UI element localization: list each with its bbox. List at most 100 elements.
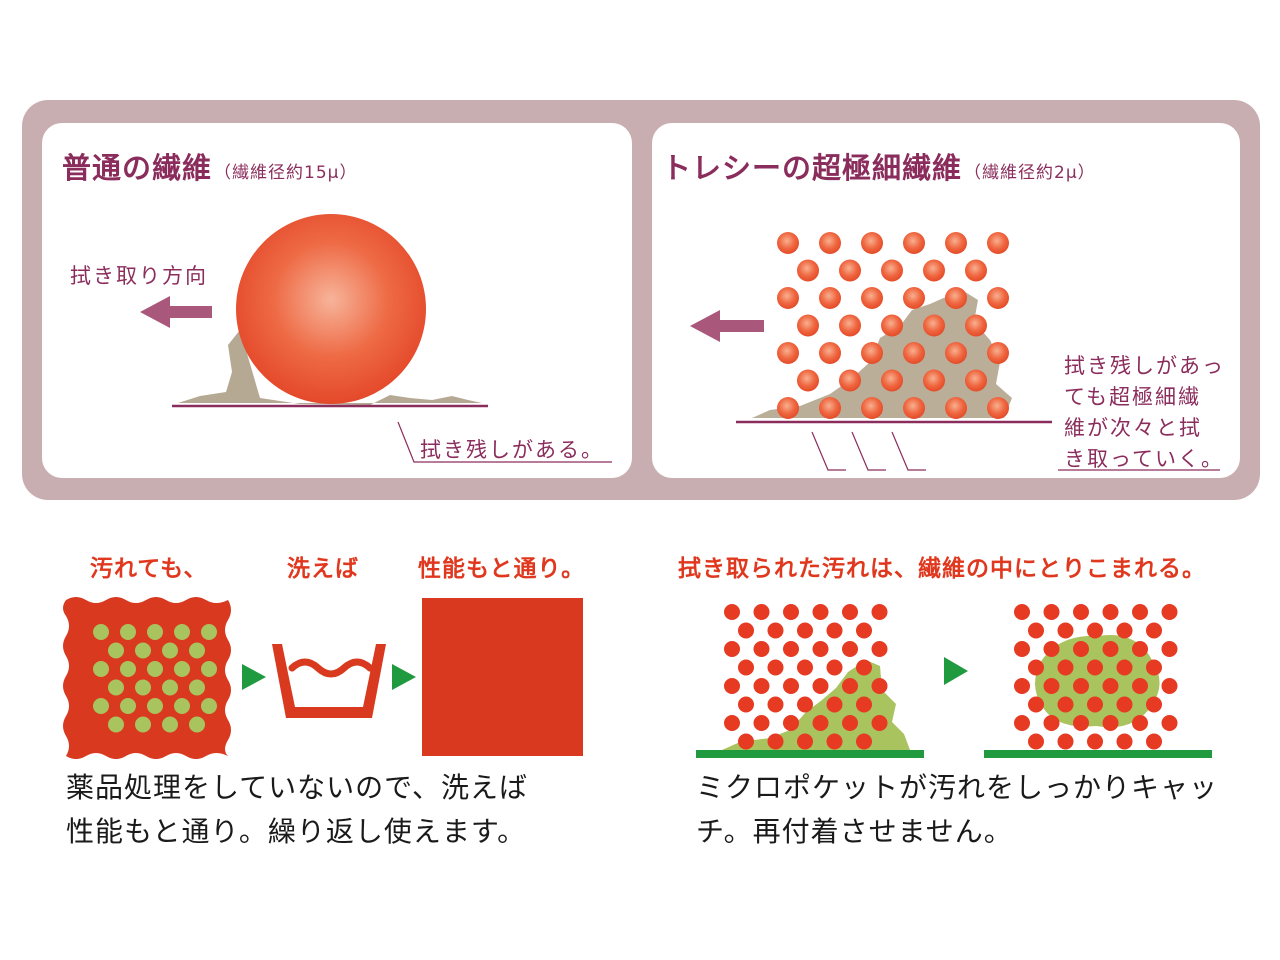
fiber-dot — [856, 733, 872, 750]
wipe-stroke-mark-2 — [851, 431, 886, 471]
fiber-dot — [1146, 659, 1162, 676]
normal-fiber-title-text: 普通の繊維 — [62, 151, 213, 185]
fiber-dot — [871, 678, 888, 694]
fiber-dot — [1043, 604, 1060, 620]
fiber-dot — [783, 641, 799, 657]
ultrafine-fiber-title: トレシーの超極細繊維（繊維径約2μ） — [662, 145, 1096, 187]
fiber-dot — [1073, 678, 1089, 694]
fiber-dot — [767, 622, 784, 639]
fiber-dot — [724, 678, 740, 694]
dirt-particle-dot — [174, 624, 190, 640]
fiber-dot — [1116, 733, 1133, 750]
fiber-dot — [1073, 641, 1089, 657]
fiber-dot — [1043, 715, 1060, 731]
ultrafine-fiber-dot — [923, 314, 945, 337]
fiber-dot — [812, 678, 829, 694]
fiber-dot — [826, 659, 843, 676]
green-arrow-1-icon — [242, 664, 266, 690]
dirt-particle-dot — [189, 716, 205, 733]
wash-description: 薬品処理をしていないので、洗えば 性能もと通り。繰り返し使えます。 — [66, 766, 528, 854]
dirt-particle-dot — [108, 679, 124, 696]
ultrafine-fiber-dot — [903, 342, 925, 364]
fiber-dot — [1073, 715, 1089, 731]
micropocket-description-line-2: チ。再付着させません。 — [696, 815, 1013, 848]
fiber-dot — [826, 696, 843, 713]
fiber-dot — [753, 715, 770, 731]
fiber-dot — [797, 733, 813, 750]
clean-fabric-swatch — [422, 598, 583, 756]
ultrafine-note-line-3: 維が次々と拭 — [1064, 416, 1202, 440]
ultrafine-fiber-dot — [945, 287, 967, 309]
micropocket-description: ミクロポケットが汚れをしっかりキャッ チ。再付着させません。 — [696, 766, 1218, 854]
normal-fiber-title: 普通の繊維（繊維径約15μ） — [62, 145, 357, 187]
dirt-particle-dot — [201, 661, 217, 677]
fiber-dot — [812, 715, 829, 731]
fiber-dot — [1073, 604, 1089, 620]
fiber-dot — [1014, 715, 1030, 731]
fiber-dot — [1132, 678, 1148, 694]
dirt-particle-dot — [147, 661, 163, 677]
fiber-dot — [1087, 696, 1103, 713]
regular-fiber-icon — [236, 214, 426, 404]
capture-heading: 拭き取られた汚れは、繊維の中にとりこまれる。 — [678, 556, 1206, 582]
residue-label: 拭き残しがある。 — [420, 438, 604, 462]
fiber-dot — [797, 696, 813, 713]
fiber-dot — [1161, 678, 1178, 694]
ultrafine-fiber-grid — [777, 232, 1009, 419]
ultrafine-fiber-dot — [839, 369, 861, 392]
fiber-dot — [1028, 696, 1044, 713]
dirt-particle-dot — [189, 642, 205, 659]
fiber-dot — [871, 604, 888, 620]
ultrafine-fiber-subtitle: （繊維径約2μ） — [964, 163, 1096, 183]
ultrafine-fiber-dot — [819, 397, 841, 419]
fiber-dot — [797, 659, 813, 676]
fiber-dot — [1057, 696, 1074, 713]
ultrafine-fiber-dot — [903, 232, 925, 254]
step-label-restored: 性能もと通り。 — [418, 556, 586, 582]
ultrafine-fiber-dot — [923, 369, 945, 392]
ultrafine-fiber-dot — [797, 314, 819, 337]
fiber-dot — [842, 678, 858, 694]
ultrafine-fiber-dot — [881, 259, 903, 282]
ultrafine-fiber-dot — [861, 342, 883, 364]
fiber-dot — [753, 641, 770, 657]
fiber-grid-before — [724, 604, 888, 750]
fiber-dot — [738, 696, 754, 713]
fiber-dot — [767, 696, 784, 713]
fiber-dot — [871, 641, 888, 657]
dirt-particles-on-fabric — [93, 624, 217, 733]
fiber-dot — [1057, 659, 1074, 676]
fiber-dot — [842, 715, 858, 731]
fiber-dot — [1014, 641, 1030, 657]
fiber-dot — [1146, 622, 1162, 639]
ultrafine-fiber-dot — [903, 397, 925, 419]
fiber-dot — [738, 622, 754, 639]
fiber-dot — [797, 622, 813, 639]
ultrafine-fiber-dot — [945, 397, 967, 419]
fiber-dot — [1102, 604, 1119, 620]
wipe-stroke-mark-1 — [811, 431, 846, 471]
fiber-dot — [1014, 604, 1030, 620]
fiber-dot — [812, 641, 829, 657]
dirt-particle-dot — [93, 661, 109, 677]
fiber-dot — [1057, 622, 1074, 639]
fiber-dot — [842, 604, 858, 620]
ultrafine-fiber-dot — [987, 232, 1009, 254]
ultrafine-fiber-dot — [839, 314, 861, 337]
fiber-dot — [1057, 733, 1074, 750]
dirt-residue-left — [178, 330, 482, 405]
ultrafine-note-line-1: 拭き残しがあっ — [1064, 354, 1225, 378]
dirt-particle-dot — [189, 679, 205, 696]
surface-bar-before — [696, 750, 924, 758]
fiber-dot — [783, 715, 799, 731]
fiber-dot — [783, 604, 799, 620]
ultrafine-note-line-4: き取っていく。 — [1064, 447, 1224, 471]
fiber-dot — [753, 678, 770, 694]
dirt-particle-dot — [162, 679, 178, 696]
fiber-dot — [1087, 659, 1103, 676]
ultrafine-fiber-dot — [923, 259, 945, 282]
fiber-dot — [856, 696, 872, 713]
dirt-particle-dot — [108, 716, 124, 733]
fiber-dot — [724, 604, 740, 620]
